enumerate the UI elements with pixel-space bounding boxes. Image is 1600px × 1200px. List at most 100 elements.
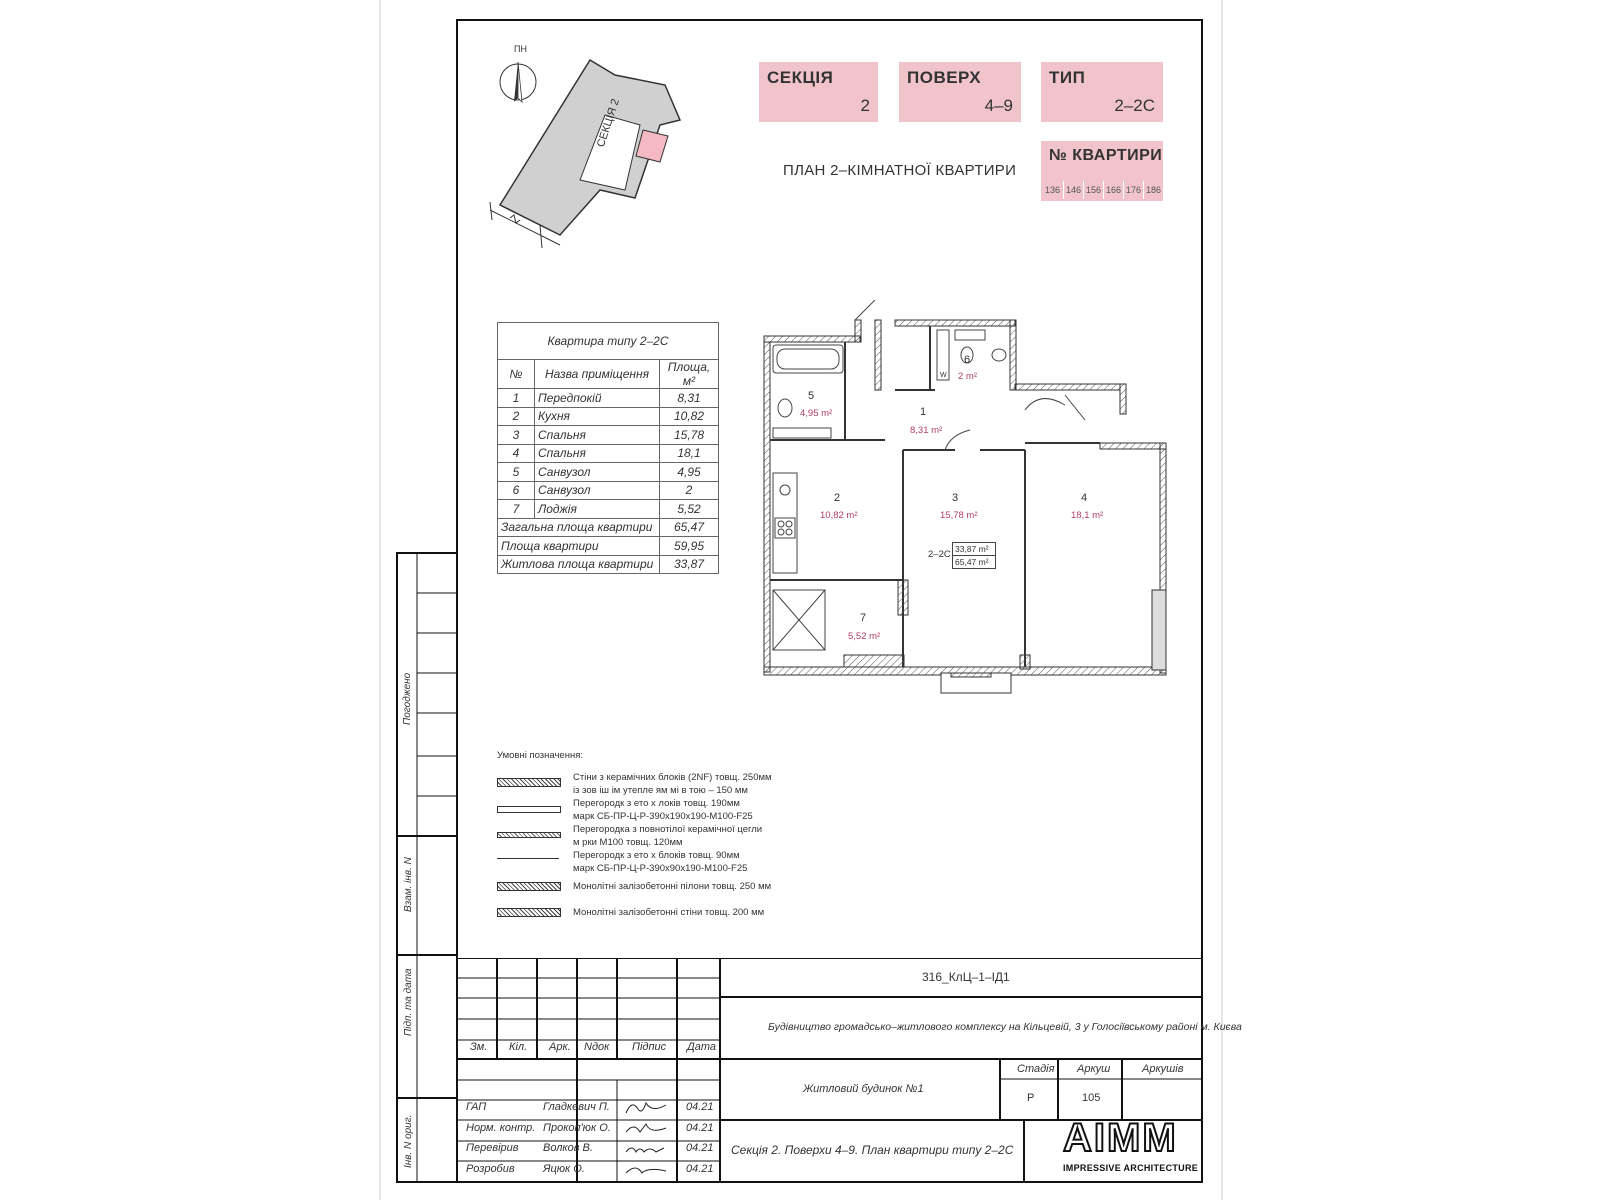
company-logo-subtitle: IMPRESSIVE ARCHITECTURE (1063, 1163, 1199, 1173)
room-6-number: 6 (964, 354, 971, 366)
room-4-number: 4 (1081, 492, 1088, 504)
apt-number: 146 (1063, 181, 1083, 199)
sign-date: 04.21 (686, 1163, 714, 1175)
signature-icon (625, 1101, 667, 1114)
sheet-value: 105 (1082, 1092, 1101, 1104)
side-inv-orig: Інв. N ориг. (403, 1114, 414, 1168)
sheet-label: Аркуш (1077, 1063, 1111, 1075)
col-header: Назва приміщення (534, 359, 660, 389)
legend-item: Монолітні залізобетонні пілони товщ. 250… (573, 881, 772, 892)
rooms-table-title: Квартира типу 2–2С (497, 322, 719, 360)
type-stamp: 2–2С 33,87 m² 65,47 m² (928, 542, 996, 569)
type-value: 2–2С (1114, 96, 1155, 115)
signature-icon (625, 1147, 665, 1153)
sheet-title: Секція 2. Поверхи 4–9. План квартири тип… (731, 1143, 1014, 1157)
legend-swatch (497, 908, 561, 917)
person-name: Прокоп'юк О. (543, 1122, 611, 1134)
sign-date: 04.21 (686, 1101, 714, 1113)
sign-date: 04.21 (686, 1122, 714, 1134)
wc-label: W (940, 372, 947, 379)
signature-icon (625, 1167, 667, 1174)
room-1-number: 1 (920, 406, 927, 418)
stage-label: Стадія (1017, 1063, 1055, 1075)
room-2-number: 2 (834, 492, 841, 504)
col-date: Дата (687, 1041, 717, 1053)
legend-title: Умовні позначення: (497, 750, 583, 761)
person-name: Гладкевич П. (543, 1101, 610, 1113)
legend-item: Перегородка з повнотілої керамічної цегл… (573, 824, 763, 848)
section-label: СЕКЦІЯ (767, 68, 834, 87)
north-label: ПН (514, 44, 527, 54)
room-1-area: 8,31 m² (910, 425, 943, 436)
plan-title: ПЛАН 2–КІМНАТНОЇ КВАРТИРИ (783, 162, 1017, 179)
signature-icon (625, 1122, 667, 1133)
col-qty: Кіл. (509, 1041, 528, 1053)
legend-swatch (497, 832, 561, 838)
document-code: 316_КлЦ–1–ІД1 (922, 970, 1010, 984)
legend-swatch (497, 858, 559, 859)
col-change: Зм. (470, 1041, 488, 1053)
north-arrow-icon (499, 61, 537, 104)
floor-label: ПОВЕРХ (907, 68, 982, 87)
project-name: Будівництво громадсько–житлового комплек… (768, 1021, 1242, 1033)
rooms-table: Квартира типу 2–2С № Назва приміщення Пл… (497, 322, 719, 574)
floor-value: 4–9 (984, 96, 1013, 115)
section-box: СЕКЦІЯ 2 (759, 62, 878, 122)
room-4-area: 18,1 m² (1071, 510, 1104, 521)
title-block-grid (457, 958, 1202, 1182)
legend-item: Монолітні залізобетонні стіни товщ. 200 … (573, 907, 765, 918)
apt-number: 136 (1044, 185, 1061, 195)
apt-number: 166 (1103, 181, 1123, 199)
sheets-label: Аркушів (1142, 1063, 1184, 1075)
room-7-number: 7 (860, 612, 867, 624)
room-3-number: 3 (952, 492, 959, 504)
col-signature: Підпис (632, 1041, 667, 1053)
room-6-area: 2 m² (958, 371, 977, 382)
role: Розробив (466, 1163, 515, 1175)
col-sheet: Арк. (549, 1041, 571, 1053)
living-area: 33,87 m² (952, 542, 996, 556)
type-stamp-label: 2–2С (928, 549, 951, 560)
company-logo: AIMM (1062, 1116, 1178, 1160)
side-inv-ref: Взам. інв. N (403, 857, 414, 912)
total-area: 65,47 m² (952, 555, 996, 569)
apt-number: 176 (1123, 181, 1143, 199)
col-doc: Nдок (584, 1041, 610, 1053)
floor-plan (763, 300, 1167, 694)
room-3-area: 15,78 m² (940, 510, 978, 521)
type-label: ТИП (1049, 68, 1086, 87)
floor-box: ПОВЕРХ 4–9 (899, 62, 1021, 122)
stage-value: Р (1027, 1092, 1035, 1104)
legend-swatch (497, 882, 561, 891)
side-sign-date: Підп. та дата (403, 968, 414, 1036)
col-header: Площа, м² (659, 359, 719, 389)
room-7-area: 5,52 m² (848, 631, 881, 642)
room-2-area: 10,82 m² (820, 510, 858, 521)
key-plan (489, 58, 682, 249)
legend-swatch (497, 806, 561, 813)
apt-number-label: № КВАРТИРИ (1049, 147, 1163, 164)
role: ГАП (466, 1101, 487, 1113)
building-name: Житловий будинок №1 (803, 1083, 924, 1095)
type-box: ТИП 2–2С (1041, 62, 1163, 122)
apt-number: 186 (1143, 181, 1163, 199)
side-agreed: Погоджено (402, 672, 413, 725)
legend-swatch (497, 778, 561, 787)
person-name: Волков В. (543, 1142, 593, 1154)
role: Перевірив (466, 1142, 519, 1154)
apt-number-box: № КВАРТИРИ 136 146 156 166 176 186 (1041, 141, 1163, 201)
legend-item: Стіни з керамічних блоків (2NF) товщ. 25… (573, 772, 772, 796)
fixtures (772, 300, 1086, 651)
